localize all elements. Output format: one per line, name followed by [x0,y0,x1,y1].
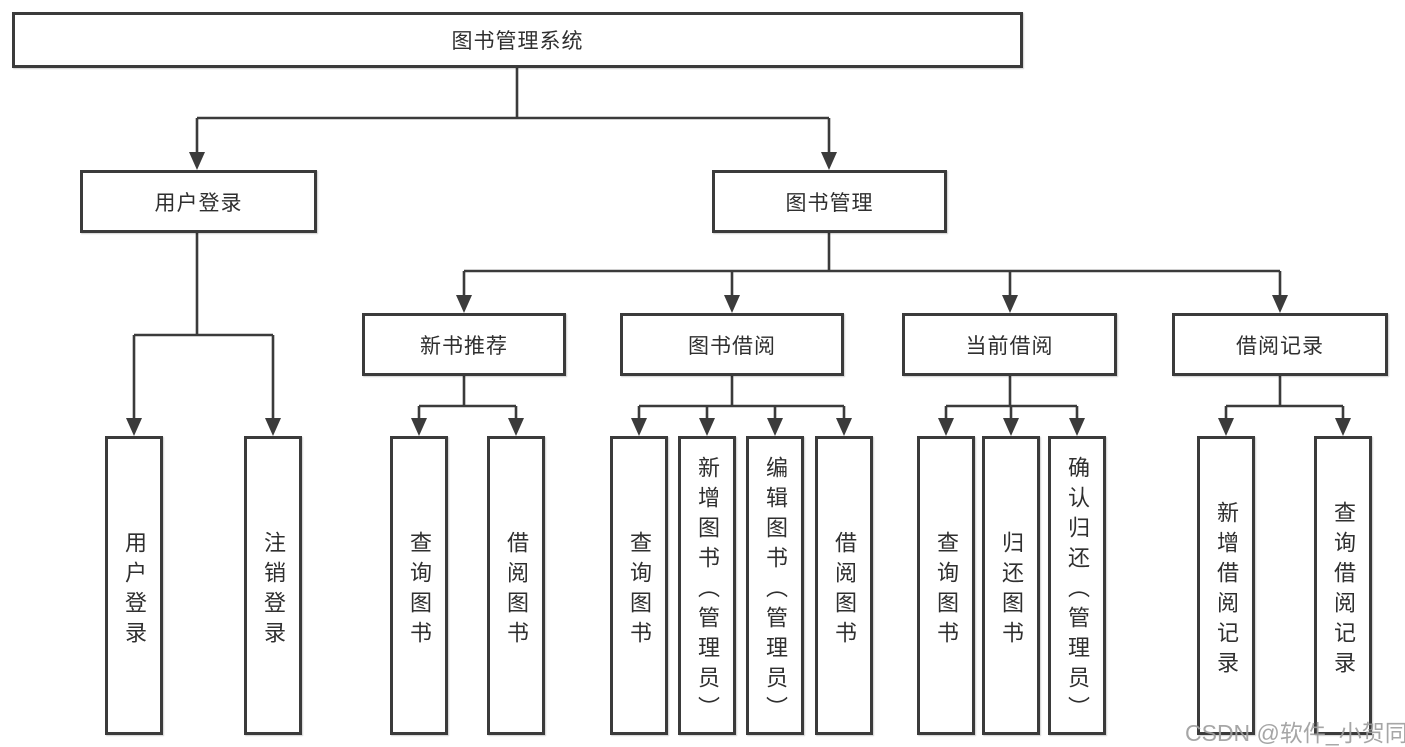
leaf-label: 查询图书 [407,530,432,651]
leaf-label: 查询借阅记录 [1331,500,1356,681]
node-book-management-system: 图书管理系统 [12,12,1023,68]
leaf-label: 新增借阅记录 [1214,500,1239,681]
leaf-logout: 注销登录 [244,436,302,735]
node-label: 图书借阅 [688,334,776,358]
leaf-borrow-books-recommend: 借阅图书 [487,436,545,735]
leaf-borrow-books: 借阅图书 [815,436,873,735]
leaf-add-book-admin: 新增图书（管理员） [678,436,736,735]
node-label: 图书管理系统 [451,30,584,53]
leaf-label: 借阅图书 [832,530,857,651]
connector-group [132,68,1345,420]
leaf-return-book: 归还图书 [982,436,1040,735]
leaf-query-books-recommend: 查询图书 [390,436,448,735]
leaf-label: 查询图书 [934,530,959,651]
leaf-label: 注销登录 [261,530,286,651]
leaf-confirm-return-admin: 确认归还（管理员） [1048,436,1106,735]
node-label: 新书推荐 [420,334,508,358]
node-label: 当前借阅 [965,334,1054,358]
node-user-login: 用户登录 [80,170,317,233]
node-book-borrowing: 图书借阅 [620,313,844,376]
node-new-book-recommendation: 新书推荐 [362,313,566,376]
leaf-query-books-borrow: 查询图书 [610,436,668,735]
leaf-label: 编辑图书（管理员） [763,455,788,726]
leaf-label: 用户登录 [122,530,147,651]
csdn-watermark: CSDN @软件_小贺同学 [1185,720,1405,746]
leaf-add-borrow-record: 新增借阅记录 [1197,436,1255,735]
leaf-edit-book-admin: 编辑图书（管理员） [746,436,804,735]
leaf-label: 归还图书 [999,530,1024,651]
node-book-management: 图书管理 [712,170,947,233]
node-label: 图书管理 [785,191,874,215]
leaf-user-login: 用户登录 [105,436,163,735]
leaf-label: 确认归还（管理员） [1065,455,1090,726]
leaf-label: 借阅图书 [504,530,529,651]
leaf-query-books-current: 查询图书 [917,436,975,735]
leaf-label: 查询图书 [627,530,652,651]
node-borrowing-records: 借阅记录 [1172,313,1388,376]
node-label: 用户登录 [154,191,243,215]
node-label: 借阅记录 [1236,334,1324,358]
leaf-query-borrow-record: 查询借阅记录 [1314,436,1372,735]
leaf-label: 新增图书（管理员） [695,455,720,726]
node-current-borrowing: 当前借阅 [902,313,1117,376]
